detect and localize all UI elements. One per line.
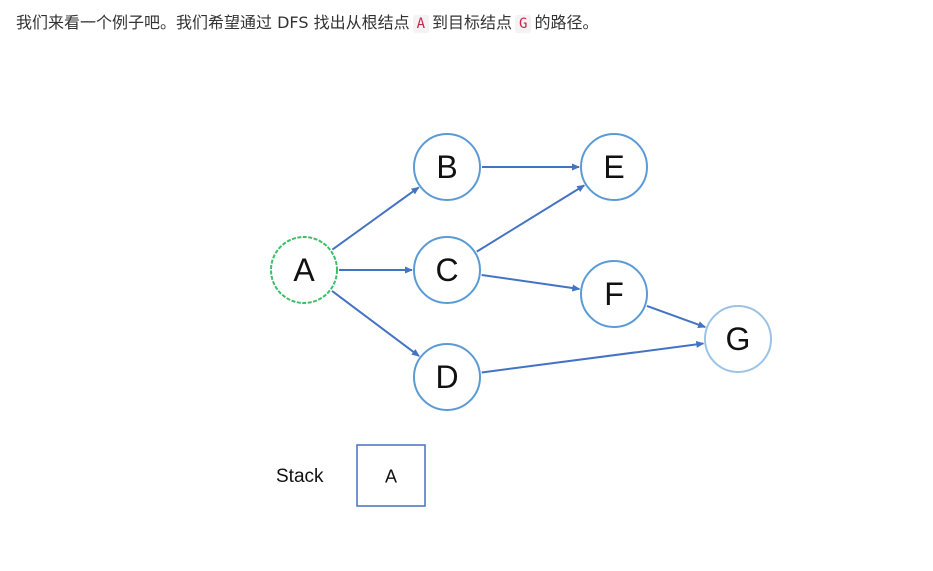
stack-item-box [356, 444, 426, 507]
node-c: C [413, 236, 481, 304]
node-e: E [580, 133, 648, 201]
node-b-label: B [436, 149, 457, 185]
edge-a-d [331, 290, 420, 357]
edges-layer [331, 163, 707, 374]
intro-text-2: 到目标结点 [432, 13, 513, 32]
node-g-circle [704, 305, 772, 373]
intro-text-3: 的路径。 [534, 13, 599, 32]
stack-panel: Stack A [276, 444, 426, 507]
node-b-circle [413, 133, 481, 201]
node-a: A [270, 236, 338, 304]
node-d-circle [413, 343, 481, 411]
node-d-label: D [435, 359, 458, 395]
node-b: B [413, 133, 481, 201]
nodes-layer: A B C D E F G [270, 133, 772, 411]
node-e-label: E [603, 149, 624, 185]
edge-d-g [481, 340, 705, 374]
node-a-label: A [293, 252, 315, 288]
code-target-node: G [515, 15, 532, 33]
node-f-circle [580, 260, 648, 328]
stack-items: A [356, 444, 426, 507]
node-g: G [704, 305, 772, 373]
code-start-node: A [412, 15, 430, 33]
stack-item-label: A [385, 467, 397, 487]
edge-c-f [481, 273, 581, 292]
node-f-label: F [604, 276, 624, 312]
node-a-circle [270, 236, 338, 304]
node-d: D [413, 343, 481, 411]
intro-text-1: 我们来看一个例子吧。我们希望通过 DFS 找出从根结点 [16, 13, 410, 32]
edge-f-g [646, 304, 707, 329]
edge-c-e [476, 184, 586, 253]
node-e-circle [580, 133, 648, 201]
node-c-circle [413, 236, 481, 304]
stack-title: Stack [276, 466, 324, 487]
node-g-label: G [726, 321, 751, 357]
node-c-label: C [435, 252, 458, 288]
edge-a-b [331, 186, 420, 251]
node-f: F [580, 260, 648, 328]
